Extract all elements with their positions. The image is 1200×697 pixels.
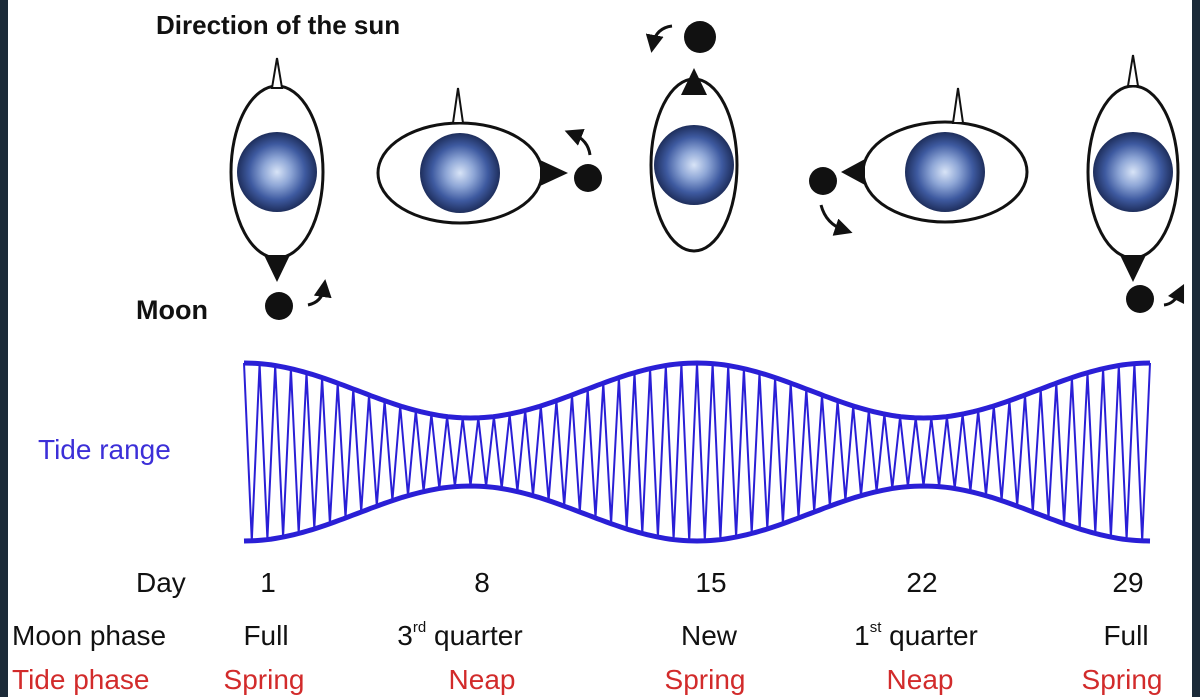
day-value: 1	[260, 567, 276, 598]
orbit-arrow-icon	[819, 204, 853, 236]
tide-range-label: Tide range	[38, 434, 171, 465]
moon-pull-triangle	[681, 68, 707, 95]
tide-diagram	[229, 21, 1185, 544]
moon-phase-value: 3rd quarter	[397, 619, 523, 651]
earth-icon	[420, 133, 500, 213]
moon-pull-triangle	[540, 160, 568, 186]
tide-phase-value: Spring	[223, 664, 305, 695]
earth-moon-panel-2	[376, 87, 602, 225]
earth-icon	[654, 125, 734, 205]
diagram-canvas: Direction of the sun Moon Tide range Day…	[8, 0, 1192, 697]
tide-oscillation-line	[243, 362, 1151, 541]
earth-moon-panel-4	[809, 87, 1029, 236]
day-value: 29	[1112, 567, 1144, 598]
moon-icon	[684, 21, 716, 53]
earth-moon-panel-3	[645, 21, 739, 253]
moon-pull-triangle	[264, 255, 290, 282]
moon-phase-value: Full	[1103, 620, 1149, 651]
tide-phase-value: Spring	[1081, 664, 1163, 695]
day-value: 22	[906, 567, 938, 598]
moon-icon	[809, 167, 837, 195]
orbit-arrow-icon	[564, 128, 592, 156]
orbit-arrow-icon	[645, 24, 673, 53]
earth-icon	[905, 132, 985, 212]
moon-phase-row-label: Moon phase	[12, 620, 167, 651]
moon-phase-value: New	[680, 620, 738, 651]
tide-phase-value: Spring	[664, 664, 746, 695]
moon-phase-value: 1st quarter	[854, 619, 978, 651]
tide-phase-value: Neap	[448, 664, 516, 695]
moon-label: Moon	[136, 295, 208, 325]
day-value: 15	[695, 567, 727, 598]
moon-phase-value: Full	[243, 620, 289, 651]
moon-icon	[265, 292, 293, 320]
sun-pointer	[270, 57, 284, 89]
moon-icon	[574, 164, 602, 192]
tide-lower-envelope	[243, 483, 1151, 544]
tide-phase-value: Neap	[886, 664, 954, 695]
earth-icon	[1093, 132, 1173, 212]
day-value: 8	[474, 567, 490, 598]
earth-moon-panel-1	[229, 57, 332, 320]
sun-pointer	[951, 87, 965, 124]
orbit-arrow-icon	[307, 279, 332, 307]
moon-icon	[1126, 285, 1154, 313]
sun-pointer	[1126, 54, 1140, 87]
orbit-arrow-icon	[1163, 283, 1185, 307]
tide-upper-envelope	[243, 360, 1151, 421]
sun-pointer	[451, 87, 465, 124]
moon-pull-triangle	[1120, 255, 1146, 282]
moon-pull-triangle	[841, 159, 865, 185]
earth-icon	[237, 132, 317, 212]
day-row-label: Day	[136, 567, 186, 598]
earth-moon-panel-5	[1086, 54, 1185, 313]
tide-phase-row-label: Tide phase	[12, 664, 150, 695]
sun-direction-label: Direction of the sun	[156, 10, 401, 40]
